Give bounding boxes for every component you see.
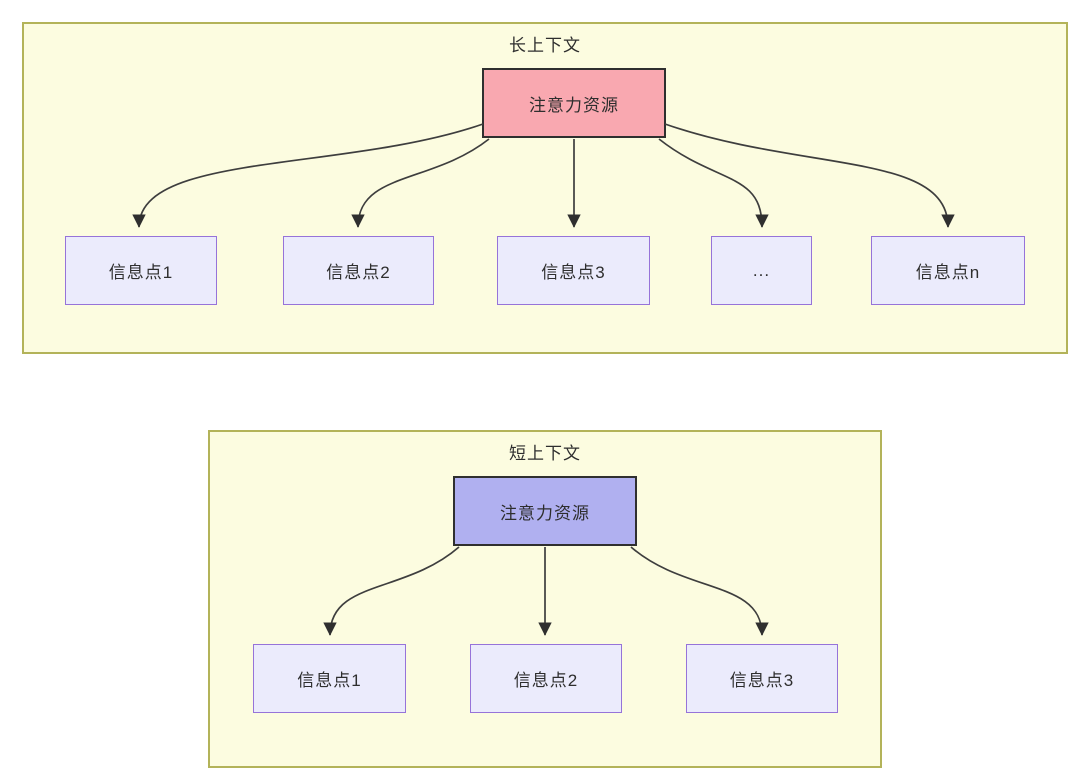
- info-node-long-2: 信息点2: [283, 236, 434, 305]
- info-node-short-2: 信息点2: [470, 644, 622, 713]
- info-node-long-1: 信息点1: [65, 236, 217, 305]
- panel-long-context-title: 长上下文: [509, 36, 581, 55]
- panel-short-context-title: 短上下文: [509, 444, 581, 463]
- attention-resource-node-short: 注意力资源: [453, 476, 637, 546]
- info-node-long-n: 信息点n: [871, 236, 1025, 305]
- info-node-long-3: 信息点3: [497, 236, 650, 305]
- attention-resource-node-long: 注意力资源: [482, 68, 666, 138]
- info-node-long-ellipsis: ...: [711, 236, 812, 305]
- info-node-short-3: 信息点3: [686, 644, 838, 713]
- info-node-short-1: 信息点1: [253, 644, 406, 713]
